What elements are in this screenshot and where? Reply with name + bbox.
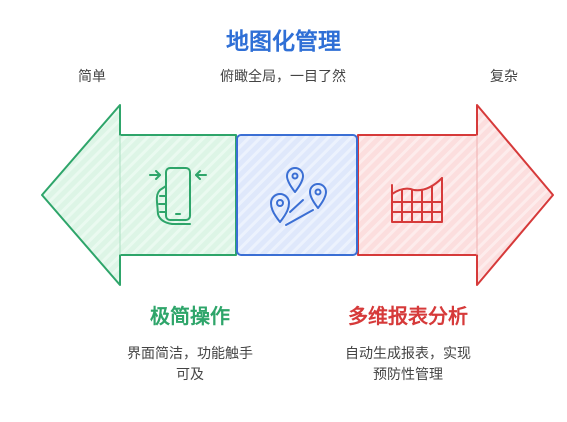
- red-section-description: 自动生成报表，实现 预防性管理: [313, 344, 503, 386]
- red-section-heading: 多维报表分析: [348, 304, 468, 328]
- blue-center-box: [236, 134, 358, 256]
- red-arrow: [357, 104, 554, 286]
- hand-phone-icon: [149, 167, 207, 225]
- label-overview: 俯瞰全局，一目了然: [220, 69, 346, 85]
- red-desc-line1: 自动生成报表，实现: [345, 346, 471, 362]
- map-pins-icon: [270, 167, 327, 226]
- green-arrow: [41, 104, 237, 286]
- green-desc-line2: 可及: [176, 367, 204, 383]
- green-section-heading: 极简操作: [150, 304, 230, 328]
- red-desc-line2: 预防性管理: [373, 367, 443, 383]
- label-simple: 简单: [78, 69, 106, 85]
- growth-chart-icon: [391, 177, 443, 223]
- green-section-description: 界面简洁，功能触手 可及: [95, 344, 285, 386]
- label-complex: 复杂: [490, 69, 518, 85]
- green-desc-line1: 界面简洁，功能触手: [127, 346, 253, 362]
- diagram-title: 地图化管理: [226, 29, 341, 55]
